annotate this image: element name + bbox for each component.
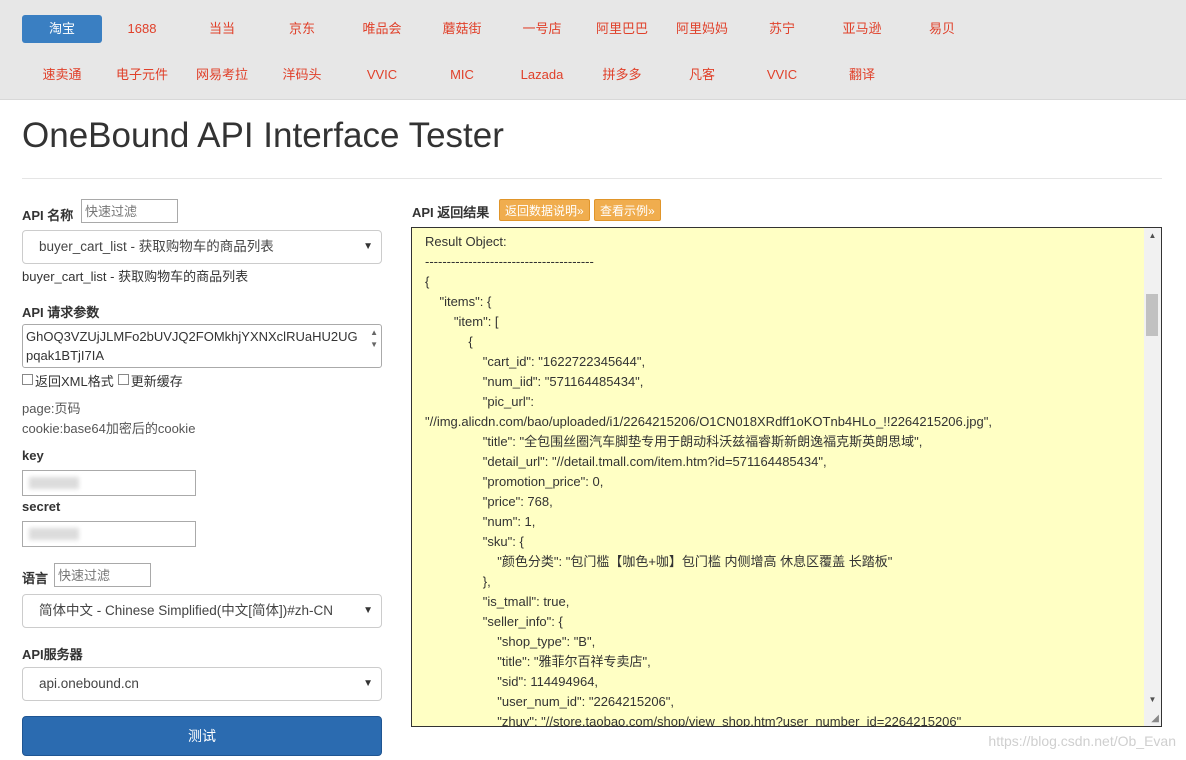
watermark: https://blog.csdn.net/Ob_Evan <box>988 733 1176 749</box>
secret-label: secret <box>22 499 61 514</box>
dropdown-arrow-icon: ▼ <box>363 605 373 616</box>
result-label: API 返回结果 <box>412 205 490 220</box>
nav-link[interactable]: 拼多多 <box>602 67 642 82</box>
result-line: "is_tmall": true, <box>425 594 570 609</box>
nav-link[interactable]: VVIC <box>766 67 798 82</box>
result-line: "num": 1, <box>425 514 536 529</box>
xml-format-checkbox[interactable]: 返回XML格式 <box>22 371 114 390</box>
api-description: buyer_cart_list - 获取购物车的商品列表 <box>22 269 249 284</box>
language-select-value: 简体中文 - Chinese Simplified(中文[简体])#zh-CN <box>39 603 334 618</box>
checkbox-icon <box>22 374 33 385</box>
divider <box>22 178 1162 179</box>
top-navigation: 淘宝 1688 当当 京东 唯品会 蘑菇街 一号店 阿里巴巴 阿里妈妈 苏宁 亚马逊 易贝 速卖通 电子… <box>0 0 1186 100</box>
nav-row-1: 淘宝 1688 当当 京东 唯品会 蘑菇街 一号店 阿里巴巴 阿里妈妈 苏宁 亚马逊 易贝 <box>22 15 982 43</box>
textarea-scrollbar[interactable]: ▲▼ <box>370 328 378 349</box>
result-line: "shop_type": "B", <box>425 634 596 649</box>
checkbox-icon <box>117 374 129 385</box>
nav-link[interactable]: 洋码头 <box>282 67 322 82</box>
result-line: { <box>425 274 430 289</box>
server-select[interactable]: api.onebound.cn ▼ <box>22 667 382 701</box>
param-hint-cookie: cookie:base64加密后的cookie <box>22 421 196 436</box>
server-label: API服务器 <box>22 647 83 662</box>
language-label: 语言 <box>22 571 49 586</box>
result-line: "//img.alicdn.com/bao/uploaded/i1/226421… <box>425 414 992 429</box>
api-select[interactable]: buyer_cart_list - 获取购物车的商品列表 ▼ <box>22 230 382 264</box>
nav-link[interactable]: 唯品会 <box>362 21 402 36</box>
options-row: 返回XML格式 更新缓存 <box>22 371 187 390</box>
key-label: key <box>22 448 44 463</box>
result-line: "cart_id": "1622722345644", <box>425 354 646 369</box>
result-line: "颜色分类": "包门槛【咖色+咖】包门槛 内侧增高 休息区覆盖 长踏板" <box>425 554 893 569</box>
result-line: "promotion_price": 0, <box>425 474 604 489</box>
scroll-down-icon[interactable]: ▼ <box>1148 695 1157 704</box>
redacted-value <box>29 528 79 540</box>
api-name-label: API 名称 <box>22 208 74 223</box>
params-value: GhOQ3VZUjJLMFo2bUVJQ2FOMkhjYXNXclRUaHU2U… <box>26 329 358 363</box>
nav-link[interactable]: 阿里妈妈 <box>675 21 728 36</box>
key-input[interactable] <box>22 470 196 496</box>
result-line: "seller_info": { <box>425 614 563 629</box>
nav-link[interactable]: MIC <box>450 67 474 82</box>
nav-link[interactable]: 淘宝 <box>22 15 102 43</box>
api-select-value: buyer_cart_list - 获取购物车的商品列表 <box>39 239 274 254</box>
result-content: Result Object: -------------------------… <box>412 228 1161 727</box>
nav-link[interactable]: 网易考拉 <box>195 67 248 82</box>
page-title: OneBound API Interface Tester <box>22 116 504 155</box>
params-textarea[interactable]: GhOQ3VZUjJLMFo2bUVJQ2FOMkhjYXNXclRUaHU2U… <box>22 324 382 368</box>
nav-link[interactable]: 一号店 <box>522 21 562 36</box>
scroll-up-icon[interactable]: ▲ <box>1148 231 1157 240</box>
server-select-value: api.onebound.cn <box>39 676 139 691</box>
nav-link[interactable]: 苏宁 <box>768 21 795 36</box>
nav-link[interactable]: 阿里巴巴 <box>595 21 648 36</box>
secret-input[interactable] <box>22 521 196 547</box>
result-line: --------------------------------------- <box>425 254 594 269</box>
params-label: API 请求参数 <box>22 305 100 320</box>
test-button[interactable]: 测试 <box>22 716 382 756</box>
result-line: { <box>425 334 473 349</box>
result-line: "title": "全包围丝圈汽车脚垫专用于朗动科沃兹福睿斯新朗逸福克斯英朗思域… <box>425 434 923 449</box>
nav-link[interactable]: 京东 <box>288 21 315 36</box>
nav-row-2: 速卖通 电子元件 网易考拉 洋码头 VVIC MIC Lazada 拼多多 凡客 VVIC 翻译 <box>22 61 902 89</box>
language-filter-input[interactable] <box>54 563 151 587</box>
result-line: "price": 768, <box>425 494 553 509</box>
result-line: "item": [ <box>425 314 499 329</box>
nav-link[interactable]: 1688 <box>127 21 157 36</box>
nav-link[interactable]: 电子元件 <box>115 67 168 82</box>
xml-format-label: 返回XML格式 <box>35 374 114 389</box>
dropdown-arrow-icon: ▼ <box>363 678 373 689</box>
dropdown-arrow-icon: ▼ <box>363 241 373 252</box>
result-line: "items": { <box>425 294 492 309</box>
result-line: }, <box>425 574 491 589</box>
result-line: Result Object: <box>425 234 507 249</box>
result-line: "detail_url": "//detail.tmall.com/item.h… <box>425 454 827 469</box>
result-line: "sid": 114494964, <box>425 674 599 689</box>
result-scrollbar[interactable]: ▲ ▼ <box>1144 228 1161 726</box>
redacted-value <box>29 477 79 489</box>
nav-link[interactable]: 易贝 <box>928 21 955 36</box>
view-example-button[interactable]: 查看示例» <box>594 199 661 221</box>
result-textarea[interactable]: Result Object: -------------------------… <box>411 227 1162 727</box>
result-line: "sku": { <box>425 534 524 549</box>
result-line: "zhuy": "//store.taobao.com/shop/view_sh… <box>425 714 962 727</box>
language-select[interactable]: 简体中文 - Chinese Simplified(中文[简体])#zh-CN … <box>22 594 382 628</box>
nav-link[interactable]: 蘑菇街 <box>442 21 482 36</box>
nav-link[interactable]: 速卖通 <box>42 67 82 82</box>
nav-link[interactable]: 翻译 <box>848 67 875 82</box>
resize-grip-icon[interactable]: ◢ <box>1151 713 1159 724</box>
api-filter-input[interactable] <box>81 199 178 223</box>
nav-link[interactable]: Lazada <box>520 67 564 82</box>
refresh-cache-label: 更新缓存 <box>130 374 183 389</box>
nav-link[interactable]: 凡客 <box>688 67 715 82</box>
nav-link[interactable]: VVIC <box>366 67 398 82</box>
result-line: "user_num_id": "2264215206", <box>425 694 675 709</box>
result-line: "pic_url": <box>425 394 534 409</box>
scroll-thumb[interactable] <box>1146 294 1158 336</box>
result-line: "num_iid": "571164485434", <box>425 374 644 389</box>
result-line: "title": "雅菲尔百祥专卖店", <box>425 654 651 669</box>
param-hint-page: page:页码 <box>22 401 81 416</box>
result-doc-button[interactable]: 返回数据说明» <box>499 199 590 221</box>
refresh-cache-checkbox[interactable]: 更新缓存 <box>117 371 183 390</box>
nav-link[interactable]: 亚马逊 <box>842 21 882 36</box>
nav-link[interactable]: 当当 <box>208 21 235 36</box>
